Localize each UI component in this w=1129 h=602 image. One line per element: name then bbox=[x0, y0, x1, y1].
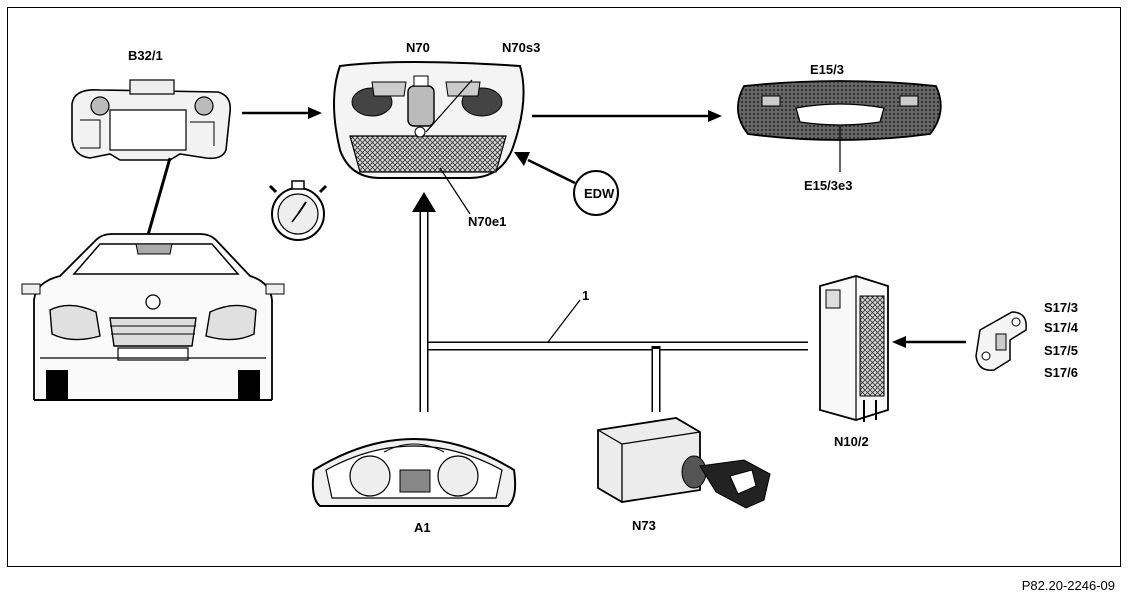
leader-line bbox=[425, 79, 473, 133]
label-n73: N73 bbox=[632, 518, 656, 533]
label-a1: A1 bbox=[414, 520, 431, 535]
label-e15-3: E15/3 bbox=[810, 62, 844, 77]
leader-line bbox=[439, 167, 471, 215]
arrow-overhead-to-lamp bbox=[532, 110, 722, 122]
label-b32-1: B32/1 bbox=[128, 48, 163, 63]
sensor-module-b32-1 bbox=[71, 79, 232, 161]
ignition-switch-n73 bbox=[597, 417, 771, 509]
diagram-frame bbox=[7, 7, 1121, 567]
instrument-cluster-a1 bbox=[311, 438, 517, 507]
arrow-switches-to-module bbox=[892, 336, 966, 348]
label-n10-2: N10/2 bbox=[834, 434, 869, 449]
label-s17-4: S17/4 bbox=[1044, 320, 1079, 335]
label-s17-5: S17/5 bbox=[1044, 343, 1078, 358]
label-s17-6: S17/6 bbox=[1044, 365, 1078, 380]
arrow-sensor-to-overhead bbox=[242, 107, 322, 119]
car-front-view bbox=[21, 233, 285, 401]
label-e15-3e3: E15/3e3 bbox=[804, 178, 852, 193]
label-n70s3: N70s3 bbox=[502, 40, 540, 55]
label-s17-3: S17/3 bbox=[1044, 300, 1078, 315]
edw-alarm-node bbox=[514, 152, 619, 216]
label-n70e1: N70e1 bbox=[468, 214, 506, 229]
door-contact-switch-s17 bbox=[975, 311, 1027, 371]
rear-interior-lamp-e15-3 bbox=[737, 80, 942, 141]
label-bus-1: 1 bbox=[582, 288, 589, 303]
label-n70: N70 bbox=[406, 40, 430, 55]
document-reference: P82.20-2246-09 bbox=[1021, 578, 1115, 593]
leader-line bbox=[144, 157, 172, 243]
stopwatch-icon bbox=[268, 180, 328, 241]
can-bus-lines bbox=[412, 192, 808, 412]
control-module-n10-2 bbox=[819, 275, 889, 422]
label-edw: EDW bbox=[584, 186, 615, 201]
overhead-control-panel-n70 bbox=[333, 61, 525, 179]
